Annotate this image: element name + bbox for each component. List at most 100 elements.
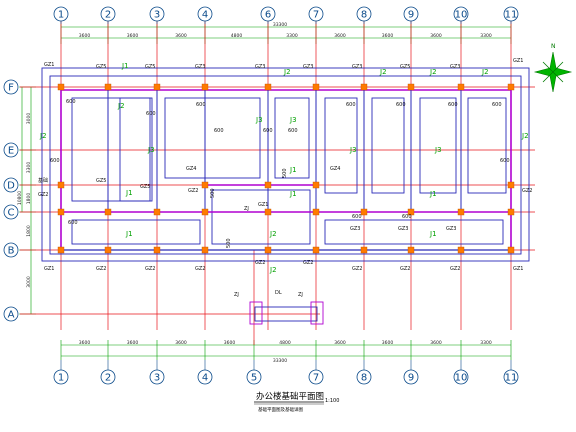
label-gz1: GZ1	[513, 266, 523, 272]
label-j2: J2	[269, 230, 277, 238]
axis-bubble-bottom-7: 7	[308, 369, 324, 385]
axis-bubble-label: 4	[202, 373, 208, 384]
label-j2: J2	[521, 132, 529, 140]
axis-bubble-circle	[3, 306, 19, 322]
axis-bubble-label: 6	[265, 10, 271, 21]
column	[507, 83, 515, 91]
bottom-dim-value: 3600	[175, 340, 187, 346]
label-gz1: GZ1	[44, 62, 54, 68]
bottom-dim-value: 3600	[127, 340, 139, 346]
axis-bubble-circle	[3, 242, 19, 258]
top-dim-value: 3300	[286, 33, 298, 39]
axis-bubble-left-F: F	[3, 79, 19, 95]
column	[507, 208, 515, 216]
label-j1: J1	[125, 189, 133, 197]
ground-beams	[60, 87, 512, 251]
label-gz3: GZ3	[350, 226, 360, 232]
dim-600: 600	[263, 128, 273, 134]
foundation-pit	[71, 219, 201, 245]
bottom-dim-value: 3600	[79, 340, 91, 346]
axis-bubble-bottom-2: 2	[100, 369, 116, 385]
column	[407, 208, 415, 216]
dim-600: 600	[288, 128, 298, 134]
label-gz2: GZ2	[255, 260, 265, 266]
label-j1: J1	[429, 190, 437, 198]
foundation-pit	[324, 97, 358, 194]
top-total-dim: 33300	[273, 22, 287, 28]
foundation-pit	[119, 97, 151, 202]
left-outer-dim-value: 10800	[17, 191, 23, 205]
axis-bubble-label: 2	[105, 373, 111, 384]
label-gz2: GZ2	[450, 266, 460, 272]
dim-600: 600	[196, 102, 206, 108]
label-j1: J1	[125, 230, 133, 238]
column	[457, 246, 465, 254]
column	[57, 181, 65, 189]
label-j2: J2	[39, 132, 47, 140]
foundation-pit	[211, 189, 311, 245]
top-dim-value: 3600	[334, 33, 346, 39]
axis-bubble-circle	[3, 204, 19, 220]
dim-600: 600	[396, 102, 406, 108]
axis-bubble-top-2: 2	[100, 6, 116, 22]
column	[360, 83, 368, 91]
drawing-subtitle: 基础平面图及基础详图	[258, 406, 303, 413]
label-j3: J3	[434, 146, 442, 154]
axis-bubble-circle	[3, 79, 19, 95]
label-gz3: GZ3	[398, 226, 408, 232]
column	[264, 246, 272, 254]
axis-bubble-top-9: 9	[403, 6, 419, 22]
label-gz5: GZ5	[96, 64, 106, 70]
top-dim-value: 4800	[231, 33, 243, 39]
axis-bubble-top-6: 6	[260, 6, 276, 22]
label-gz3: GZ3	[352, 64, 362, 70]
axis-bubble-label: 8	[361, 10, 367, 21]
column	[153, 83, 161, 91]
column	[312, 181, 320, 189]
dim-600: 600	[352, 214, 362, 220]
column	[507, 181, 515, 189]
axis-bubble-label: B	[8, 246, 15, 257]
label-gz3: GZ3	[446, 226, 456, 232]
left-dim-value: 1800	[26, 193, 32, 205]
axis-bubble-bottom-11: 11	[503, 369, 519, 385]
label-j2: J2	[481, 68, 489, 76]
footing-zj-right	[310, 301, 324, 325]
bottom-dim-value: 3600	[430, 340, 442, 346]
foundation-pit	[371, 97, 405, 194]
foundation-beam-dl	[254, 306, 318, 322]
top-dim-value: 3600	[79, 33, 91, 39]
north-arrow: N	[533, 43, 573, 93]
label-gz2: GZ2	[352, 266, 362, 272]
label-zj: ZJ	[234, 292, 239, 298]
label-gz2: GZ2	[195, 266, 205, 272]
axis-bubble-label: 10	[455, 373, 468, 384]
axis-bubble-top-1: 1	[53, 6, 69, 22]
drawing-title-block: 办公楼基础平面图 1:100 基础平面图及基础详图	[254, 391, 339, 413]
label-gz2: GZ2	[38, 192, 48, 198]
label-gz2: GZ2	[400, 266, 410, 272]
dim-600: 600	[68, 220, 78, 226]
axis-bubble-label: F	[8, 83, 14, 94]
label-gz3: GZ3	[195, 64, 205, 70]
dim-600: 600	[146, 111, 156, 117]
label-zj: ZJ	[244, 206, 249, 212]
column	[264, 208, 272, 216]
dim-600: 600	[66, 99, 76, 105]
axis-bubble-top-10: 10	[453, 6, 469, 22]
column	[312, 246, 320, 254]
label-j2: J2	[117, 102, 125, 110]
bottom-dim-value: 3600	[224, 340, 236, 346]
label-zj: ZJ	[298, 292, 303, 298]
axis-bubble-left-B: B	[3, 242, 19, 258]
label-j2: J2	[283, 68, 291, 76]
column	[201, 208, 209, 216]
column	[312, 208, 320, 216]
axis-bubble-bottom-10: 10	[453, 369, 469, 385]
foundation-pit	[324, 219, 504, 245]
column	[360, 246, 368, 254]
label-gz2: GZ2	[96, 266, 106, 272]
